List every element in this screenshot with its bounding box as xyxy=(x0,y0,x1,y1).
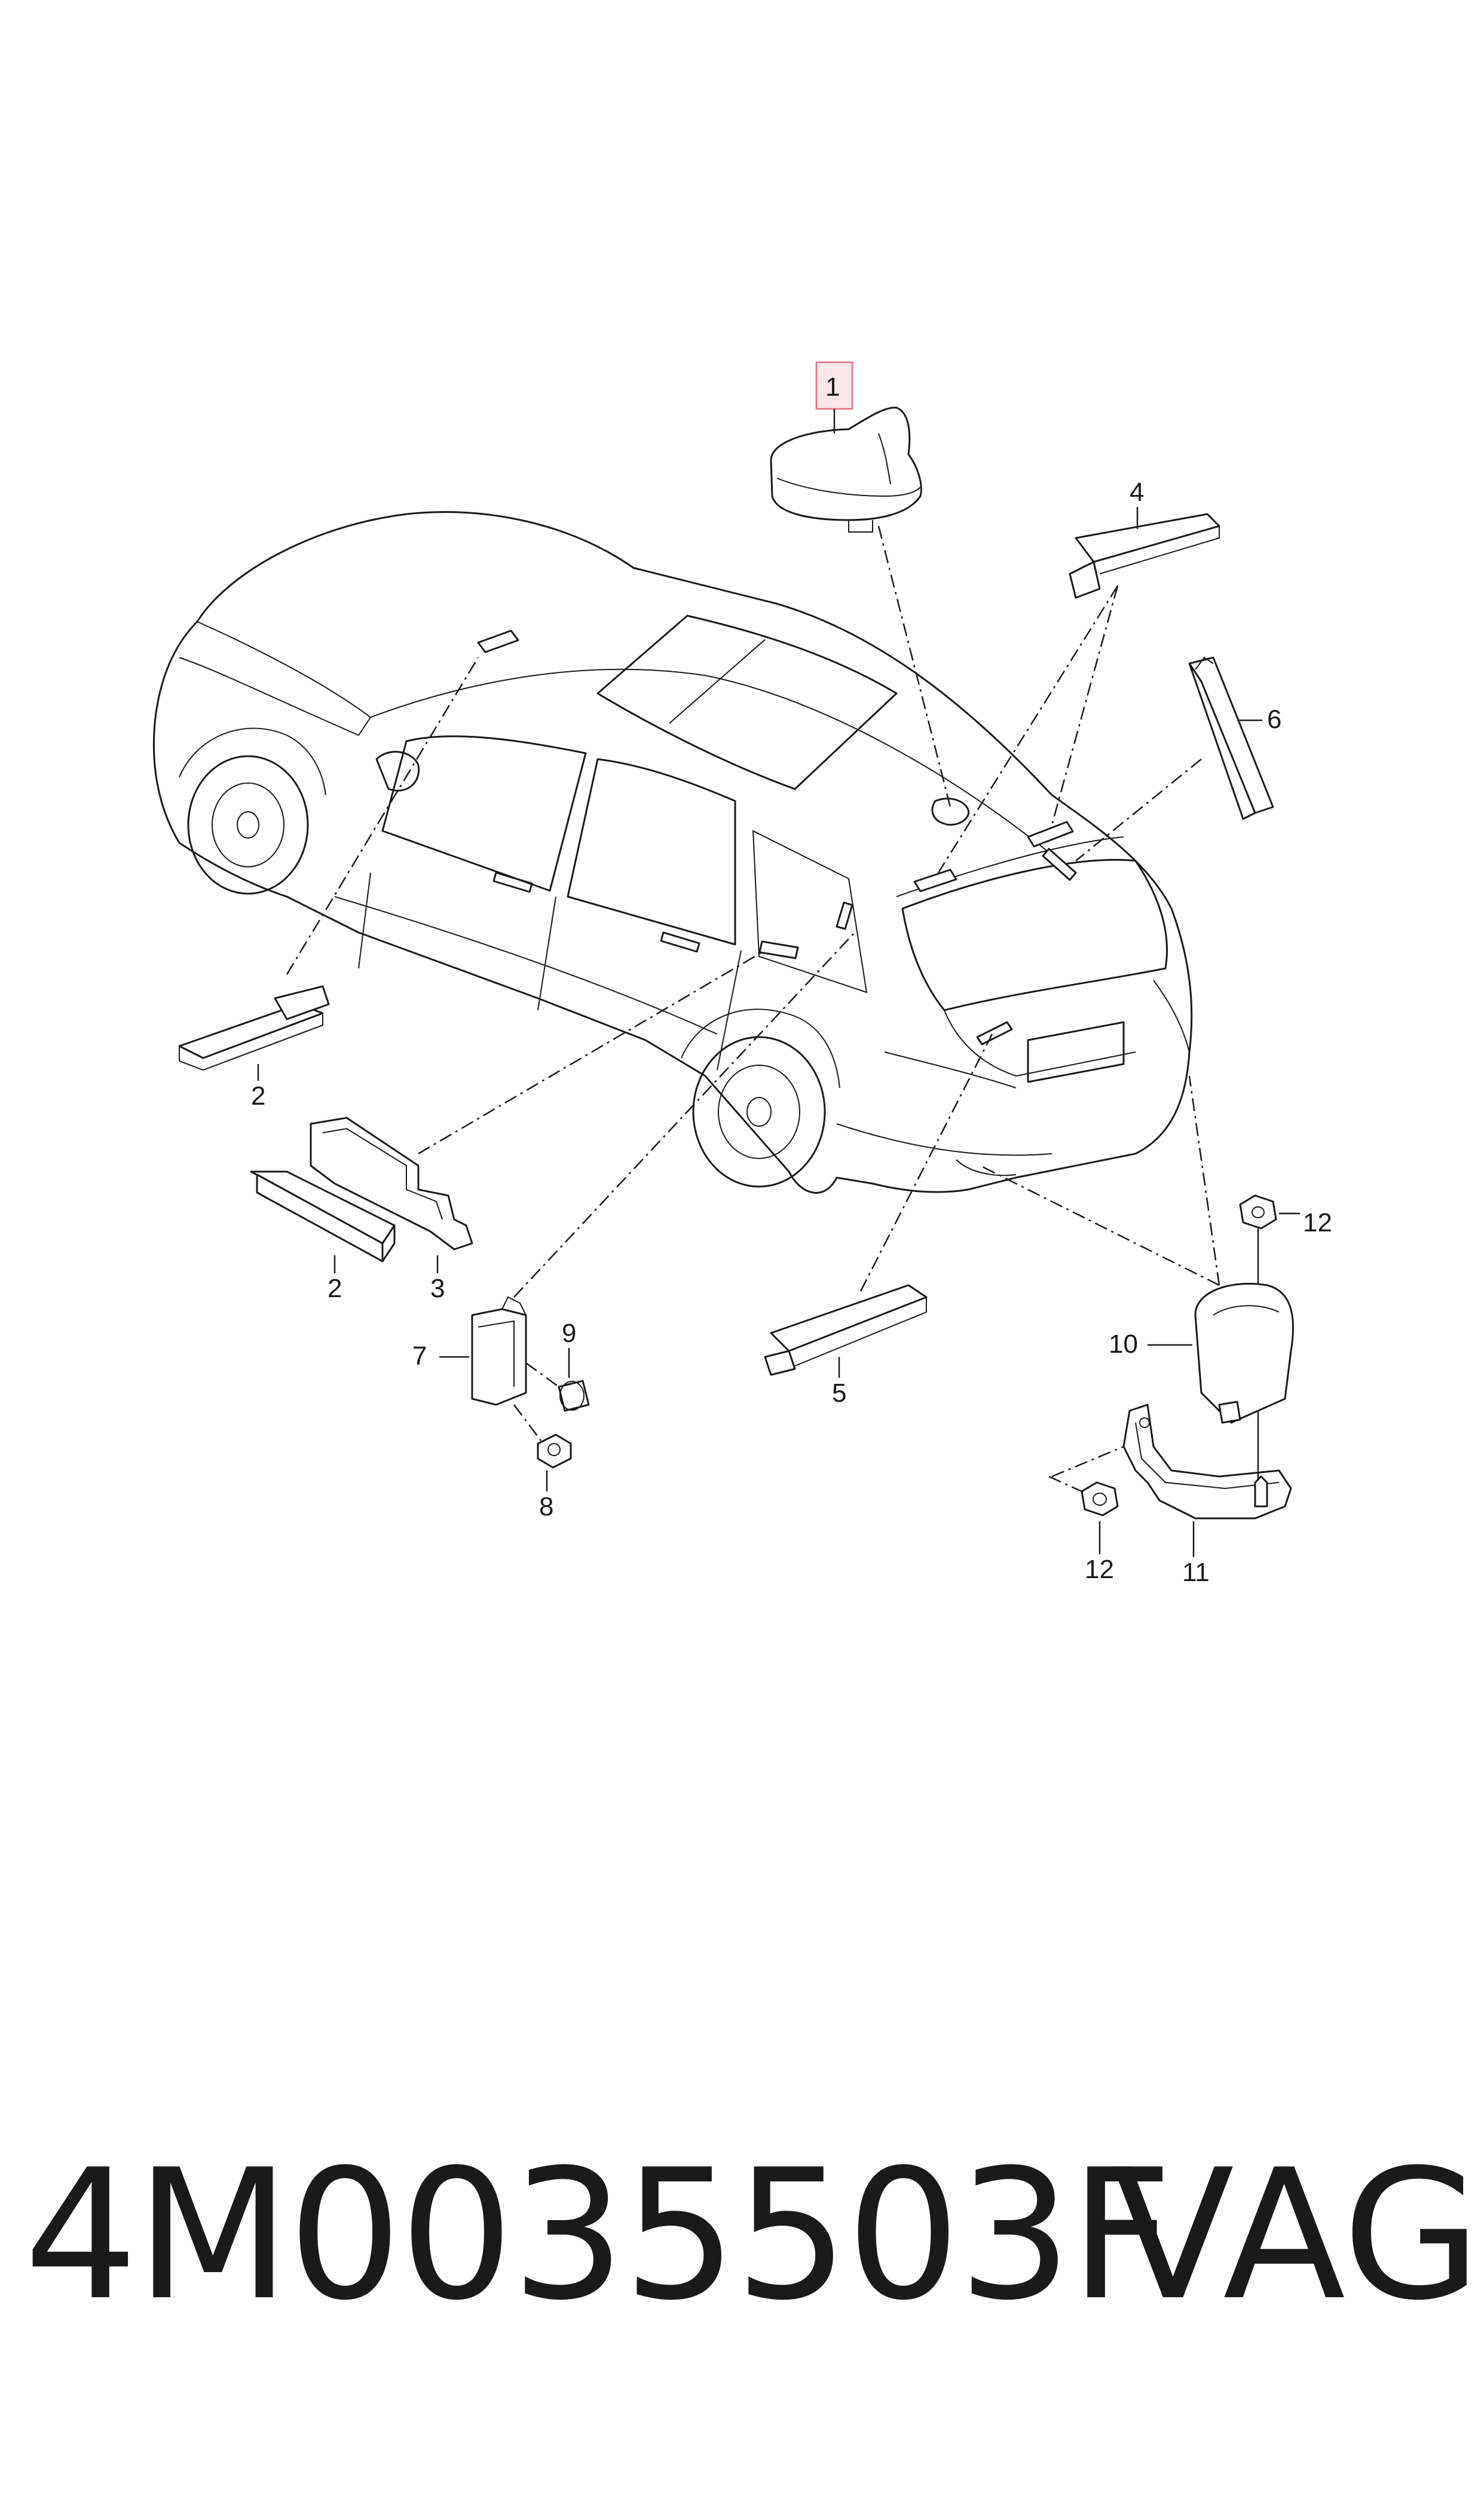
part-number: 4M0035503F xyxy=(24,2131,1173,2340)
callout-4: 4 xyxy=(1130,478,1144,507)
callout-2-lower: 2 xyxy=(328,1274,342,1303)
part-bracket-11 xyxy=(1122,1404,1292,1520)
part-nut-8 xyxy=(537,1433,572,1469)
callout-12-upper: 12 xyxy=(1303,1208,1332,1237)
part-antenna-module-6 xyxy=(1188,656,1274,820)
mount-location-door xyxy=(758,940,799,959)
mount-location-rear-right xyxy=(1027,821,1074,848)
part-bolt-9 xyxy=(558,1380,590,1412)
mount-location-tailgate xyxy=(976,1021,1013,1045)
part-roof-antenna xyxy=(770,406,922,533)
mount-location-front-roof xyxy=(477,629,519,653)
callout-1: 1 xyxy=(825,372,840,402)
vehicle-illustration xyxy=(152,511,1193,1194)
brand-label: VAG xyxy=(1112,2131,1482,2340)
part-antenna-2-lower xyxy=(250,1170,396,1262)
callout-6: 6 xyxy=(1267,705,1281,734)
part-antenna-module-5 xyxy=(764,1284,928,1376)
callout-10: 10 xyxy=(1109,1329,1138,1359)
callout-9: 9 xyxy=(562,1319,576,1348)
callout-5: 5 xyxy=(832,1378,846,1408)
part-bracket-7 xyxy=(471,1296,527,1406)
part-antenna-amplifier-4 xyxy=(1069,513,1220,599)
mount-location-pillar xyxy=(836,901,853,930)
part-frame-3 xyxy=(310,1117,473,1251)
callout-7: 7 xyxy=(412,1341,427,1371)
antenna-mount-location xyxy=(931,797,970,826)
part-nut-12-lower xyxy=(1081,1481,1119,1517)
callout-8: 8 xyxy=(539,1492,553,1521)
part-sensor-10 xyxy=(1194,1282,1295,1424)
mount-location-spoiler xyxy=(1042,848,1077,881)
callout-3: 3 xyxy=(430,1274,445,1303)
callout-12-lower: 12 xyxy=(1085,1555,1114,1584)
callout-11: 11 xyxy=(1182,1558,1210,1587)
part-nut-12-upper xyxy=(1239,1194,1277,1230)
mount-location-rear-left xyxy=(913,869,957,892)
mount-locations xyxy=(477,629,1077,1045)
callout-2-upper: 2 xyxy=(251,1081,265,1111)
part-antenna-2-upper xyxy=(178,985,330,1071)
